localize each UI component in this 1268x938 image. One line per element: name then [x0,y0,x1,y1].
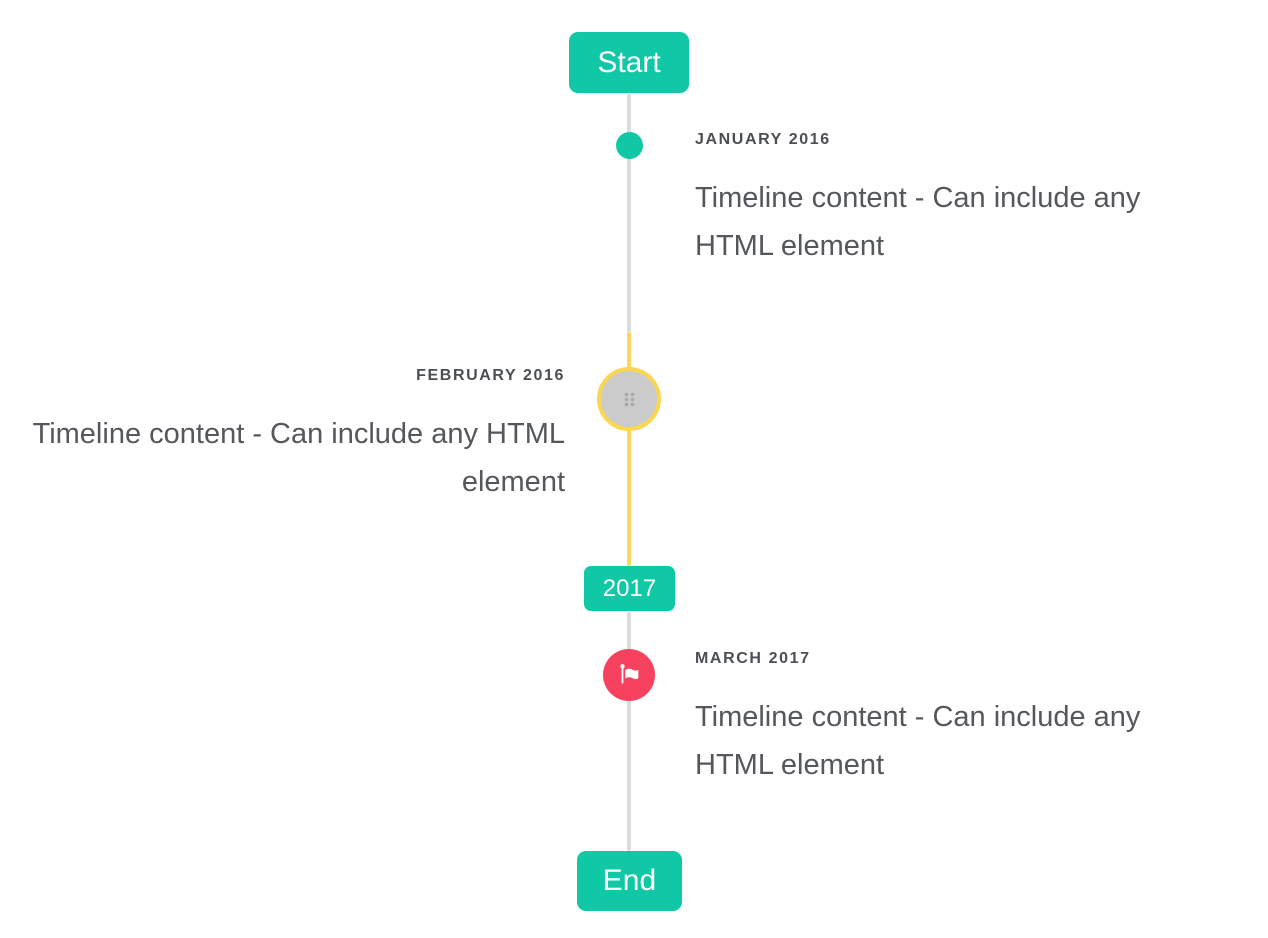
timeline-year-badge: 2017 [584,566,675,611]
timeline-item-january-2016: JANUARY 2016 Timeline content - Can incl… [695,130,1205,270]
timeline-start-badge: Start [569,32,689,93]
timeline-line-segment-top [627,94,631,332]
event-dot-marker [616,132,643,159]
timeline-end-badge: End [577,851,682,911]
timeline-line-segment-bottom [627,612,631,851]
drag-handle-marker[interactable] [597,367,661,431]
item-date-title: FEBRUARY 2016 [416,367,565,384]
flag-icon [620,664,639,684]
timeline-line-highlight-segment [627,332,631,566]
grip-dots-icon [624,392,634,406]
milestone-flag-marker [603,649,655,701]
item-date-title: JANUARY 2016 [695,131,831,148]
timeline-item-february-2016: FEBRUARY 2016 Timeline content - Can inc… [25,366,565,506]
item-content-text: Timeline content - Can include any HTML … [32,418,565,498]
timeline-item-march-2017: MARCH 2017 Timeline content - Can includ… [695,649,1205,789]
item-content-text: Timeline content - Can include any HTML … [695,182,1141,262]
item-date-title: MARCH 2017 [695,650,811,667]
item-content-text: Timeline content - Can include any HTML … [695,701,1141,781]
